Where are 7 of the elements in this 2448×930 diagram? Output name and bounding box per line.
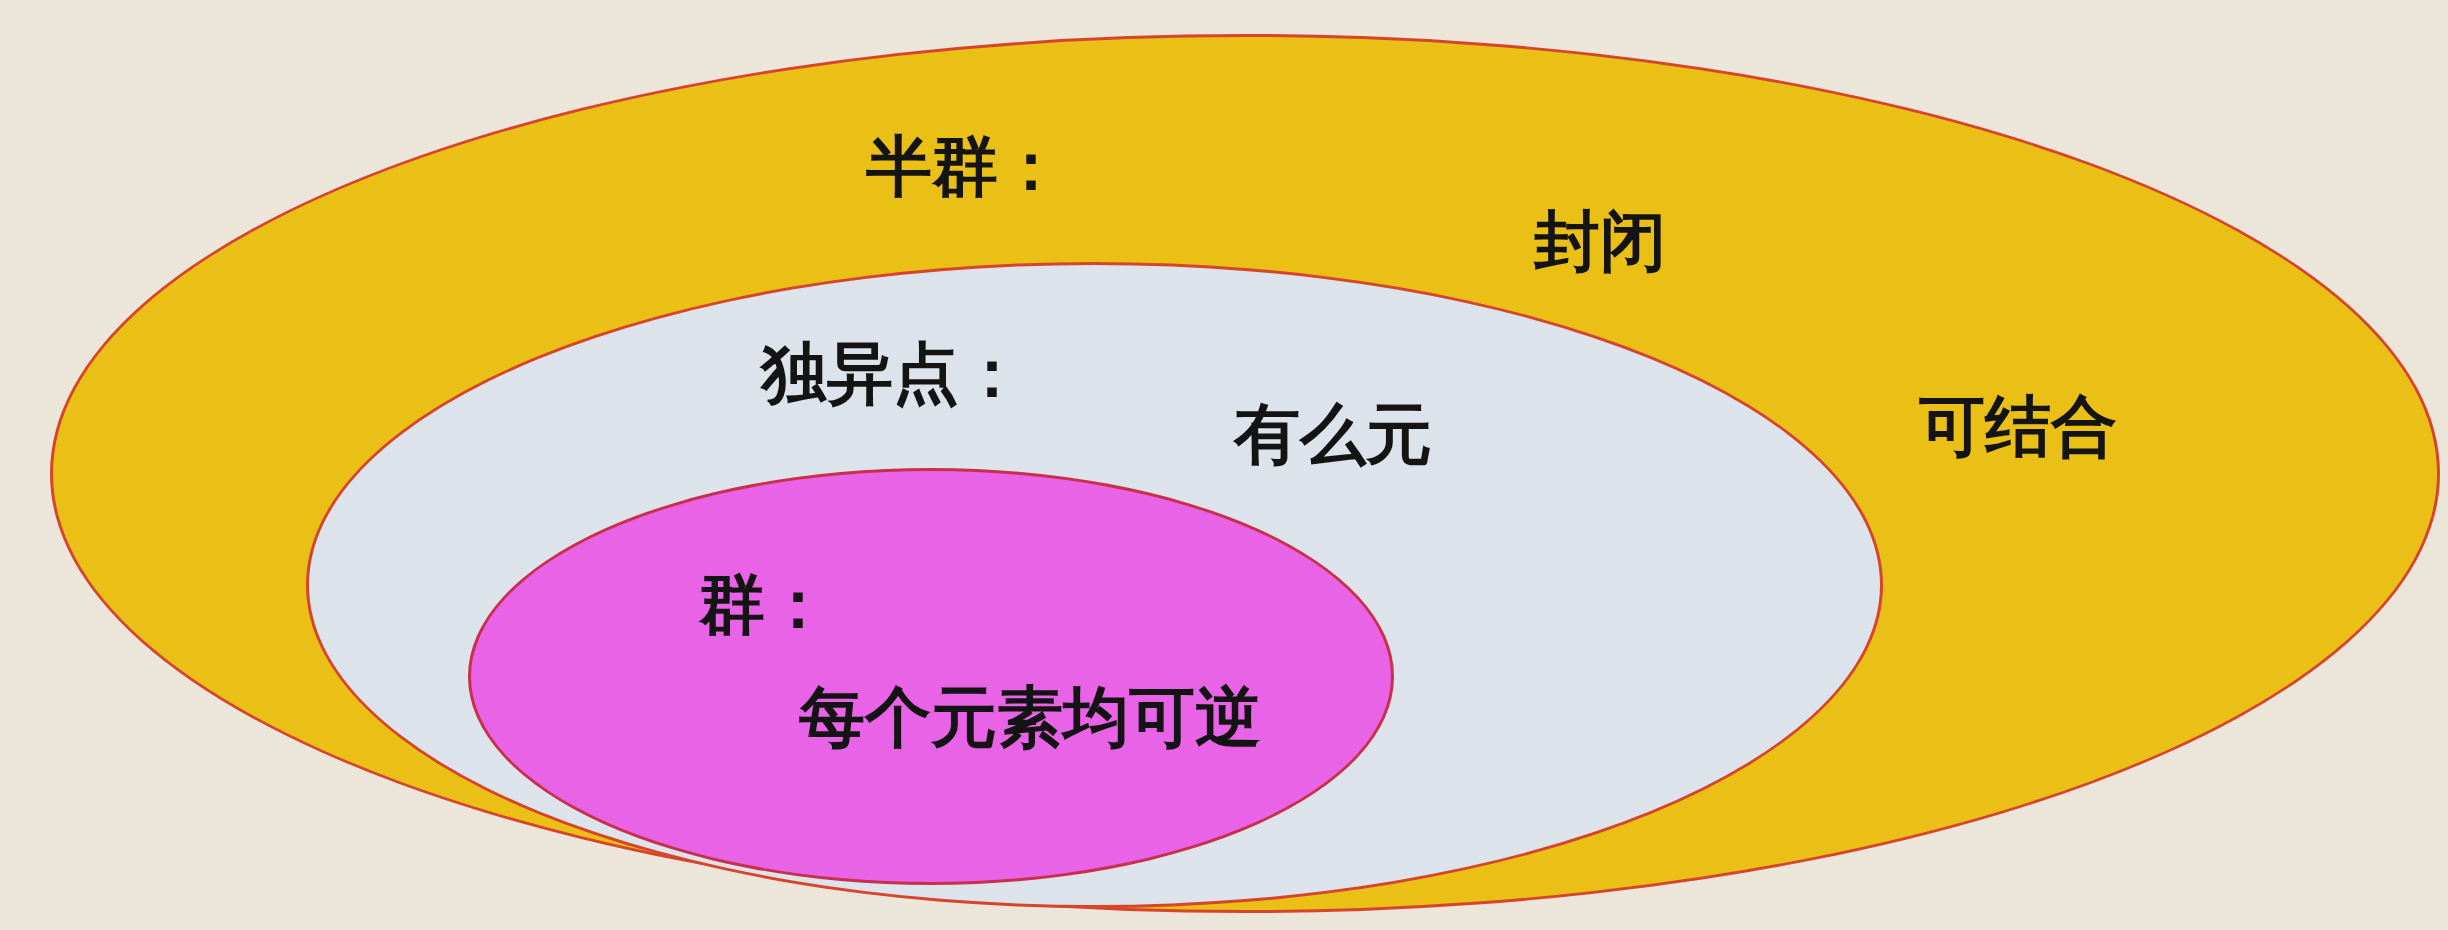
property-label: 可结合: [1919, 390, 2117, 464]
property-label: 每个元素均可逆: [799, 681, 1261, 755]
property-label: 封闭: [1534, 205, 1666, 279]
set-name: 独异点：: [761, 337, 1025, 411]
set-name: 群：: [699, 568, 831, 642]
property-label: 有么元: [1234, 398, 1432, 472]
set-name: 半群：: [866, 130, 1064, 204]
